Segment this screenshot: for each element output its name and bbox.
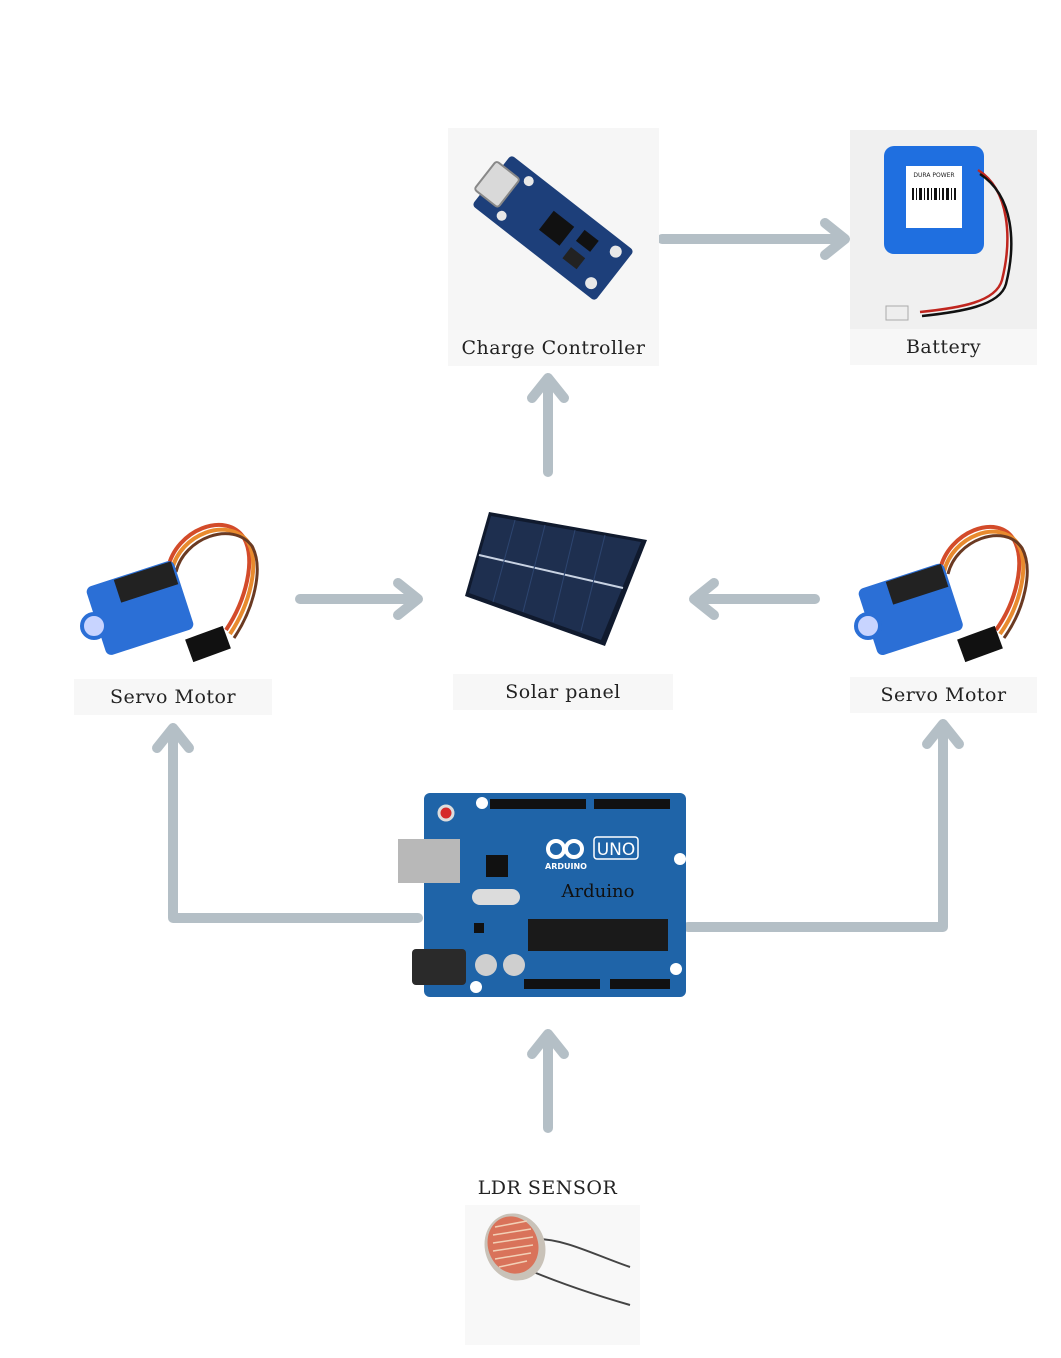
arduino-logo-text: ARDUINO bbox=[545, 862, 587, 871]
arduino-label: Arduino bbox=[561, 881, 635, 902]
battery-label: Battery bbox=[850, 329, 1037, 365]
solar-panel-label: Solar panel bbox=[453, 674, 673, 710]
servo-left-label: Servo Motor bbox=[74, 679, 272, 715]
solar-panel-image bbox=[455, 500, 655, 650]
arrow-ldr-to-arduino bbox=[527, 1029, 569, 1133]
arrow-servo-left-to-solar bbox=[295, 578, 423, 620]
arrow-arduino-to-servo-left bbox=[152, 723, 423, 923]
arduino-model: UNO bbox=[597, 840, 636, 860]
ldr-image bbox=[465, 1205, 640, 1345]
battery-image: DURA POWER bbox=[850, 130, 1037, 329]
arrow-arduino-to-servo-right bbox=[683, 719, 964, 932]
arrow-servo-right-to-solar bbox=[689, 578, 820, 620]
charge-controller-image bbox=[448, 128, 659, 330]
servo-left-image bbox=[76, 510, 266, 670]
servo-right-image bbox=[850, 512, 1036, 670]
charge-controller-label: Charge Controller bbox=[448, 330, 659, 366]
arrow-charge-to-battery bbox=[657, 218, 850, 260]
arrow-solar-to-charge bbox=[527, 373, 569, 477]
servo-right-label: Servo Motor bbox=[850, 677, 1037, 713]
arduino-board: ARDUINO UNO Arduino bbox=[398, 793, 688, 998]
battery-print: DURA POWER bbox=[913, 172, 954, 179]
ldr-label: LDR SENSOR bbox=[477, 1177, 618, 1199]
